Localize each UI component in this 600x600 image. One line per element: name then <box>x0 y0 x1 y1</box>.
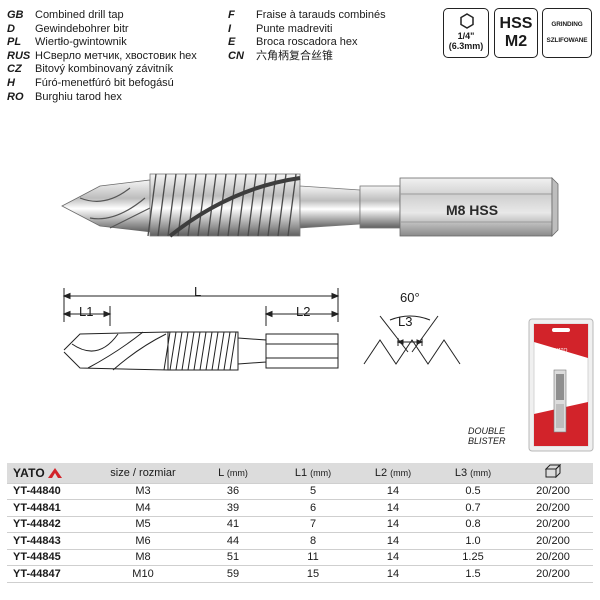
cell-code: YT-44840 <box>7 482 93 500</box>
cell-pack: 20/200 <box>513 532 593 549</box>
cell-pack: 20/200 <box>513 548 593 566</box>
cell-l1: 6 <box>273 499 353 516</box>
cell-l2: 14 <box>353 532 433 549</box>
col-l1: L1 (mm) <box>273 463 353 483</box>
table-row: YT-44840 M3 36 5 14 0.5 20/200 <box>7 482 593 500</box>
cell-code: YT-44845 <box>7 548 93 566</box>
blister-package-photo: YATO <box>528 318 594 452</box>
cell-l: 59 <box>193 565 273 583</box>
table-row: YT-44847 M10 59 15 14 1.5 20/200 <box>7 565 593 583</box>
label-angle: 60° <box>400 290 420 305</box>
cell-code: YT-44847 <box>7 565 93 583</box>
col-l3: L3 (mm) <box>433 463 513 483</box>
table-row: YT-44842 M5 41 7 14 0.8 20/200 <box>7 515 593 533</box>
cell-size: M8 <box>93 548 193 566</box>
table-row: YT-44841 M4 39 6 14 0.7 20/200 <box>7 499 593 516</box>
label-l3: L3 <box>398 314 413 329</box>
cell-l3: 0.8 <box>433 515 513 533</box>
cell-l1: 5 <box>273 482 353 500</box>
cell-pack: 20/200 <box>513 482 593 500</box>
material-badge: HSS M2 <box>494 8 538 58</box>
box-icon <box>544 464 562 479</box>
thread-profile-diagram <box>363 315 461 365</box>
label-l1: L1 <box>79 304 94 319</box>
cell-l2: 14 <box>353 482 433 500</box>
hexagon-icon <box>460 13 474 29</box>
cell-l: 51 <box>193 548 273 566</box>
cell-size: M10 <box>93 565 193 583</box>
cell-pack: 20/200 <box>513 565 593 583</box>
label-l2: L2 <box>296 304 311 319</box>
cell-l: 44 <box>193 532 273 549</box>
cell-l3: 0.7 <box>433 499 513 516</box>
yato-triangle-icon <box>48 467 62 478</box>
product-photo: M8 HSS <box>61 173 559 238</box>
table-row: YT-44843 M6 44 8 14 1.0 20/200 <box>7 532 593 549</box>
material-line-2: M2 <box>504 33 528 50</box>
blister-logo: YATO <box>555 348 568 354</box>
table-row: YT-44845 M8 51 11 14 1.25 20/200 <box>7 548 593 566</box>
cell-l2: 14 <box>353 565 433 583</box>
cell-size: M5 <box>93 515 193 533</box>
cell-l3: 1.0 <box>433 532 513 549</box>
label-l: L <box>194 284 202 299</box>
cell-size: M6 <box>93 532 193 549</box>
col-l: L (mm) <box>193 463 273 483</box>
cell-code: YT-44843 <box>7 532 93 549</box>
packaging-label: DOUBLE BLISTER <box>468 426 506 446</box>
grinding-badge: GRINDING SZLIFOWANE <box>542 8 592 58</box>
cell-l3: 1.25 <box>433 548 513 566</box>
col-size: size / rozmiar <box>93 463 193 483</box>
cell-l2: 14 <box>353 499 433 516</box>
col-pack <box>513 463 593 483</box>
cell-l3: 1.5 <box>433 565 513 583</box>
technical-drawing <box>62 288 340 371</box>
cell-code: YT-44842 <box>7 515 93 533</box>
cell-l1: 8 <box>273 532 353 549</box>
cell-size: M4 <box>93 499 193 516</box>
cell-size: M3 <box>93 482 193 500</box>
table-header-row: YATO size / rozmiar L (mm) L1 (mm) L2 (m… <box>7 463 593 483</box>
cell-pack: 20/200 <box>513 499 593 516</box>
cell-l: 36 <box>193 482 273 500</box>
cell-l: 39 <box>193 499 273 516</box>
cell-pack: 20/200 <box>513 515 593 533</box>
col-l2: L2 (mm) <box>353 463 433 483</box>
cell-l2: 14 <box>353 548 433 566</box>
grinding-line-2: SZLIFOWANE <box>546 37 588 44</box>
hex-size-label: 1/4" (6.3mm) <box>448 31 484 51</box>
cell-l3: 0.5 <box>433 482 513 500</box>
hex-shank-badge: 1/4" (6.3mm) <box>443 8 489 58</box>
cell-l: 41 <box>193 515 273 533</box>
cell-l1: 7 <box>273 515 353 533</box>
spec-table: YATO size / rozmiar L (mm) L1 (mm) L2 (m… <box>7 463 593 583</box>
brand-logo: YATO <box>7 463 93 483</box>
grinding-line-1: GRINDING <box>551 21 583 28</box>
cell-code: YT-44841 <box>7 499 93 516</box>
cell-l2: 14 <box>353 515 433 533</box>
cell-l1: 11 <box>273 548 353 566</box>
cell-l1: 15 <box>273 565 353 583</box>
shank-marking: M8 HSS <box>446 202 498 218</box>
material-line-1: HSS <box>499 15 533 32</box>
